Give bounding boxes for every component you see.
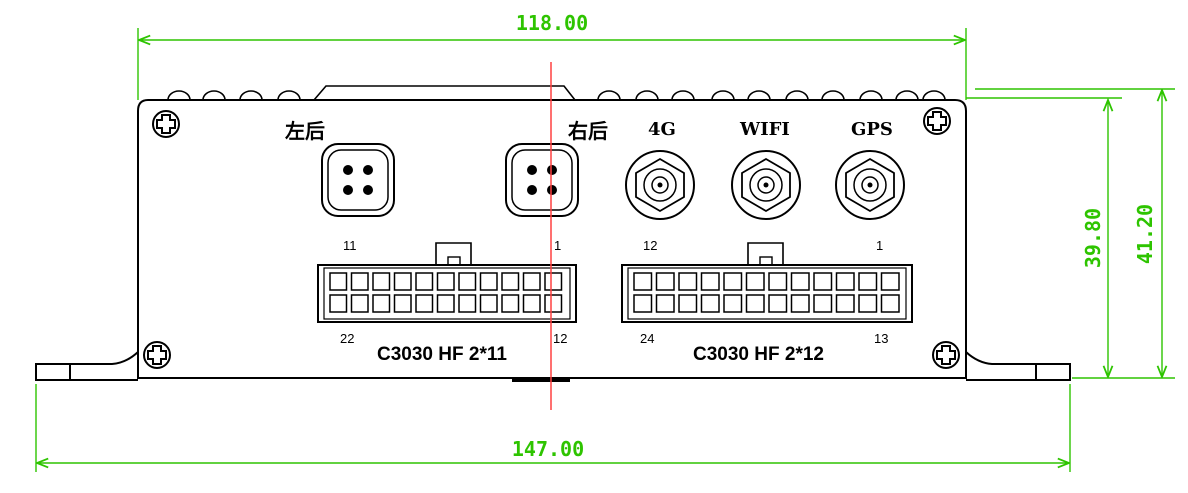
pin-cavity	[835, 272, 855, 291]
pin-cavity	[745, 294, 765, 313]
pin-cavity	[813, 272, 833, 291]
dimension-outer-height: 41.20	[1133, 204, 1157, 264]
pin-label: 1	[554, 238, 561, 253]
dimension-inner-height: 39.80	[1081, 208, 1105, 268]
pin-cavity	[350, 294, 369, 313]
pin-cavity	[458, 294, 477, 313]
pin-label: 22	[340, 331, 354, 346]
top-fins	[167, 85, 946, 101]
pin-cavity	[723, 294, 743, 313]
pin-label: 12	[643, 238, 657, 253]
screw-top-right-icon	[923, 107, 951, 135]
pin-cavity	[723, 272, 743, 291]
pin-cavity	[700, 272, 720, 291]
pin-cavity	[858, 294, 878, 313]
pin-cavity	[436, 272, 455, 291]
pin-label: 24	[640, 331, 654, 346]
pin-label: 12	[553, 331, 567, 346]
pin-cavity	[372, 272, 391, 291]
screw-bottom-right-icon	[932, 341, 960, 369]
connector-2x11-pins	[329, 272, 563, 313]
pin-cavity	[678, 294, 698, 313]
pin-cavity	[655, 294, 675, 313]
pin-cavity	[436, 294, 455, 313]
antenna-gps-port-icon	[835, 150, 905, 220]
pin-cavity	[880, 294, 900, 313]
pin-label: 11	[343, 238, 357, 253]
connector-2x12-pins	[633, 272, 900, 313]
screw-bottom-left-icon	[143, 341, 171, 369]
pin-cavity	[522, 294, 541, 313]
pin-cavity	[678, 272, 698, 291]
left-rear-camera-connector	[321, 143, 395, 217]
screw-top-left-icon	[152, 110, 180, 138]
pin-cavity	[633, 294, 653, 313]
pin-cavity	[813, 294, 833, 313]
pin-cavity	[372, 294, 391, 313]
pin-cavity	[544, 272, 563, 291]
pin-cavity	[479, 272, 498, 291]
connector-part-label: C3030 HF 2*12	[693, 344, 824, 365]
connector-2x12	[621, 242, 913, 323]
pin-cavity	[329, 294, 348, 313]
pin-cavity	[768, 272, 788, 291]
pin-cavity	[835, 294, 855, 313]
antenna-4g-port-icon	[625, 150, 695, 220]
pin-cavity	[522, 272, 541, 291]
gps-label: GPS	[851, 119, 893, 140]
left-rear-label: 左后	[285, 119, 325, 143]
pin-cavity	[633, 272, 653, 291]
pin-cavity	[415, 294, 434, 313]
pin-label: 1	[876, 238, 883, 253]
wifi-label: WIFI	[739, 119, 790, 140]
pin-cavity	[393, 272, 412, 291]
pin-cavity	[790, 294, 810, 313]
pin-label: 13	[874, 331, 888, 346]
dimension-lines	[35, 28, 1175, 472]
connector-2x11	[317, 242, 577, 323]
pin-cavity	[479, 294, 498, 313]
dimension-top-width: 118.00	[516, 11, 588, 35]
pin-cavity	[501, 294, 520, 313]
pin-cavity	[501, 272, 520, 291]
pin-cavity	[858, 272, 878, 291]
pin-cavity	[393, 294, 412, 313]
pin-cavity	[544, 294, 563, 313]
pin-cavity	[350, 272, 369, 291]
pin-cavity	[745, 272, 765, 291]
right-rear-camera-connector	[505, 143, 579, 217]
pin-cavity	[329, 272, 348, 291]
right-rear-label: 右后	[568, 119, 608, 143]
dimension-bottom-width: 147.00	[512, 437, 584, 461]
pin-cavity	[655, 272, 675, 291]
pin-cavity	[880, 272, 900, 291]
pin-cavity	[700, 294, 720, 313]
lte-label: 4G	[648, 119, 676, 140]
pin-cavity	[790, 272, 810, 291]
pin-cavity	[415, 272, 434, 291]
antenna-wifi-port-icon	[731, 150, 801, 220]
connector-part-label: C3030 HF 2*11	[377, 344, 507, 365]
pin-cavity	[768, 294, 788, 313]
pin-cavity	[458, 272, 477, 291]
device-body	[35, 99, 1071, 382]
